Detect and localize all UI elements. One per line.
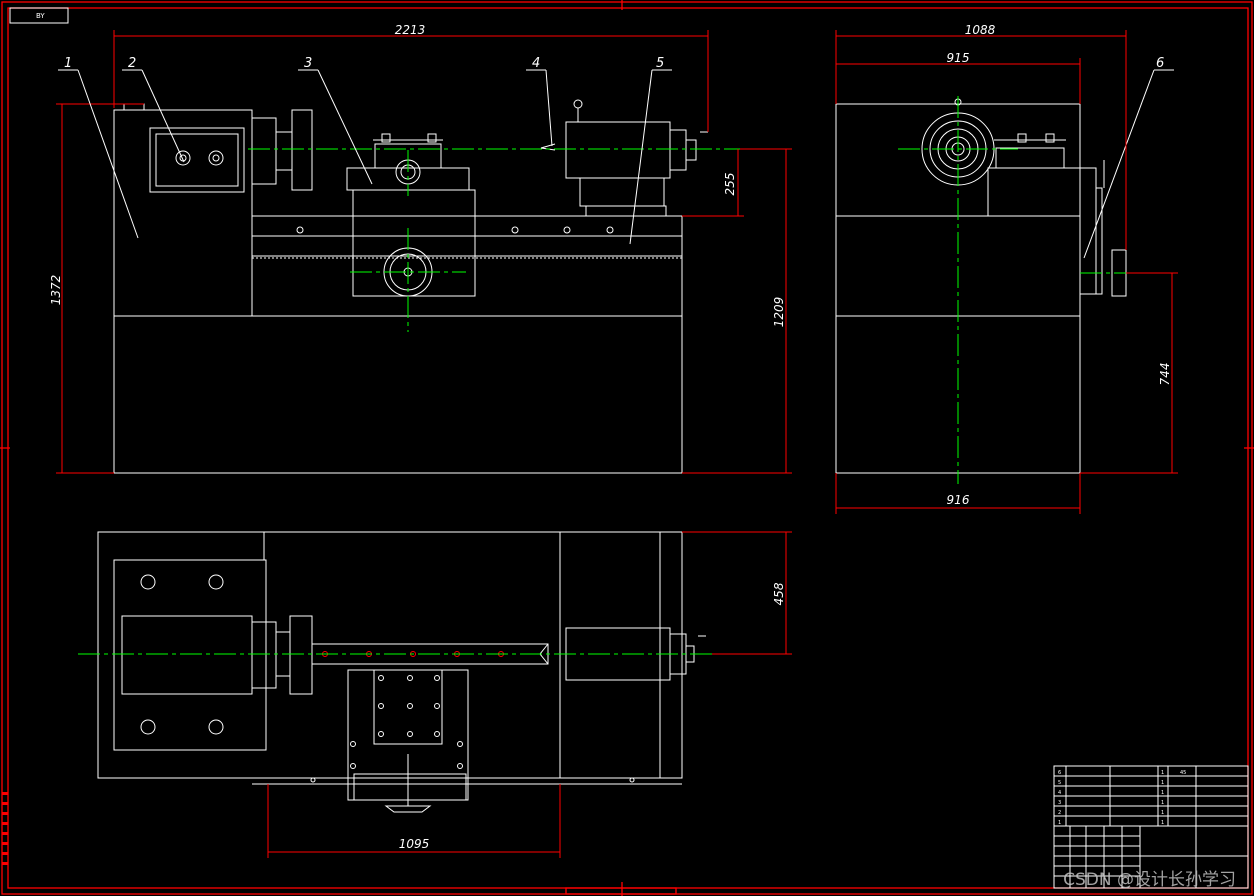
top-dimensions	[267, 531, 792, 858]
dim-side-inner-width: 915	[947, 51, 970, 65]
svg-text:BY: BY	[36, 12, 45, 20]
svg-text:1: 1	[1161, 780, 1164, 786]
svg-text:5: 5	[1058, 780, 1061, 786]
side-centerlines	[898, 96, 1150, 484]
watermark: CSDN @设计长孙学习	[1063, 870, 1236, 890]
callout-4: 4	[532, 56, 540, 71]
callout-2: 2	[128, 56, 136, 71]
svg-text:1: 1	[1161, 800, 1164, 806]
dim-tailstock-offset: 255	[723, 173, 737, 196]
svg-text:2: 2	[1058, 810, 1061, 816]
dim-side-height: 744	[1158, 363, 1172, 386]
svg-text:3: 3	[1058, 800, 1061, 806]
front-dimensions	[56, 30, 792, 474]
svg-text:1: 1	[1161, 810, 1164, 816]
svg-text:4: 4	[1058, 790, 1061, 796]
svg-text:1: 1	[1161, 790, 1164, 796]
dim-front-height: 1372	[49, 275, 63, 306]
callout-5: 5	[656, 56, 664, 71]
dim-center-height: 1209	[772, 297, 786, 328]
title-block	[1053, 765, 1249, 889]
top-view	[97, 531, 706, 813]
svg-text:45: 45	[1180, 770, 1186, 776]
svg-text:1: 1	[1161, 820, 1164, 826]
left-margin-marks	[2, 792, 8, 865]
svg-text:1: 1	[1058, 820, 1061, 826]
callout-6: 6	[1156, 56, 1164, 71]
front-centerlines	[248, 148, 740, 332]
callout-1: 1	[64, 56, 72, 71]
svg-text:6: 6	[1058, 770, 1061, 776]
front-view	[113, 99, 708, 474]
top-holes	[310, 675, 635, 783]
dim-side-base-width: 916	[947, 493, 970, 507]
callout-leaders	[58, 69, 1174, 259]
svg-text:1: 1	[1161, 770, 1164, 776]
dim-top-depth: 458	[772, 582, 786, 605]
side-dimensions	[835, 30, 1178, 514]
side-view	[835, 98, 1127, 474]
dim-side-width: 1088	[965, 23, 996, 37]
callout-3: 3	[304, 56, 312, 71]
dim-top-length: 1095	[399, 837, 430, 851]
title-block-text: 6 1 45 5 1 4 1 3 1 2 1 1 1	[1058, 770, 1186, 826]
tag-box: BY	[9, 7, 69, 24]
dim-front-length: 2213	[395, 23, 426, 37]
